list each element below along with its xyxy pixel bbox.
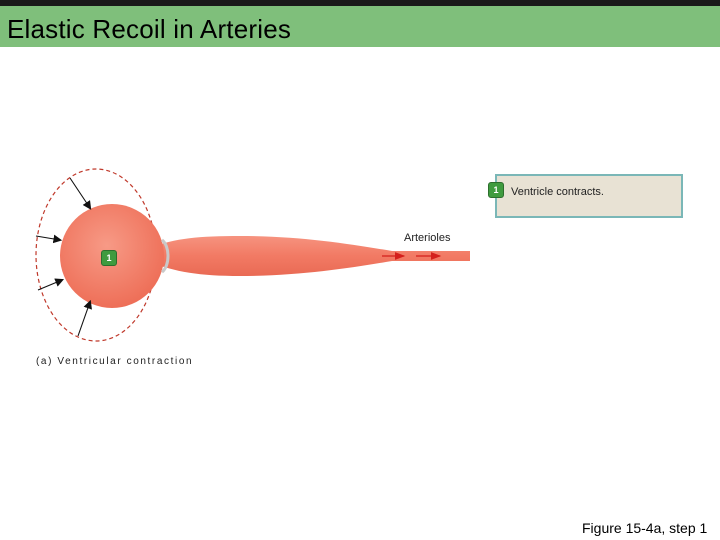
title-bar: Elastic Recoil in Arteries bbox=[0, 6, 720, 47]
diagram-caption: (a) Ventricular contraction bbox=[36, 356, 194, 367]
ventricle-step-badge: 1 bbox=[101, 250, 117, 266]
step-description-box: Ventricle contracts. bbox=[495, 174, 683, 218]
arterioles-label: Arterioles bbox=[404, 232, 451, 244]
top-rule bbox=[0, 0, 720, 6]
step-description: Ventricle contracts. bbox=[511, 186, 604, 198]
step-number-badge: 1 bbox=[488, 182, 504, 198]
figure-label: Figure 15-4a, step 1 bbox=[582, 520, 708, 536]
aortic-valve bbox=[160, 238, 170, 274]
slide-title: Elastic Recoil in Arteries bbox=[7, 14, 292, 44]
artery-vessel bbox=[150, 236, 470, 276]
contraction-arrows bbox=[35, 177, 92, 337]
